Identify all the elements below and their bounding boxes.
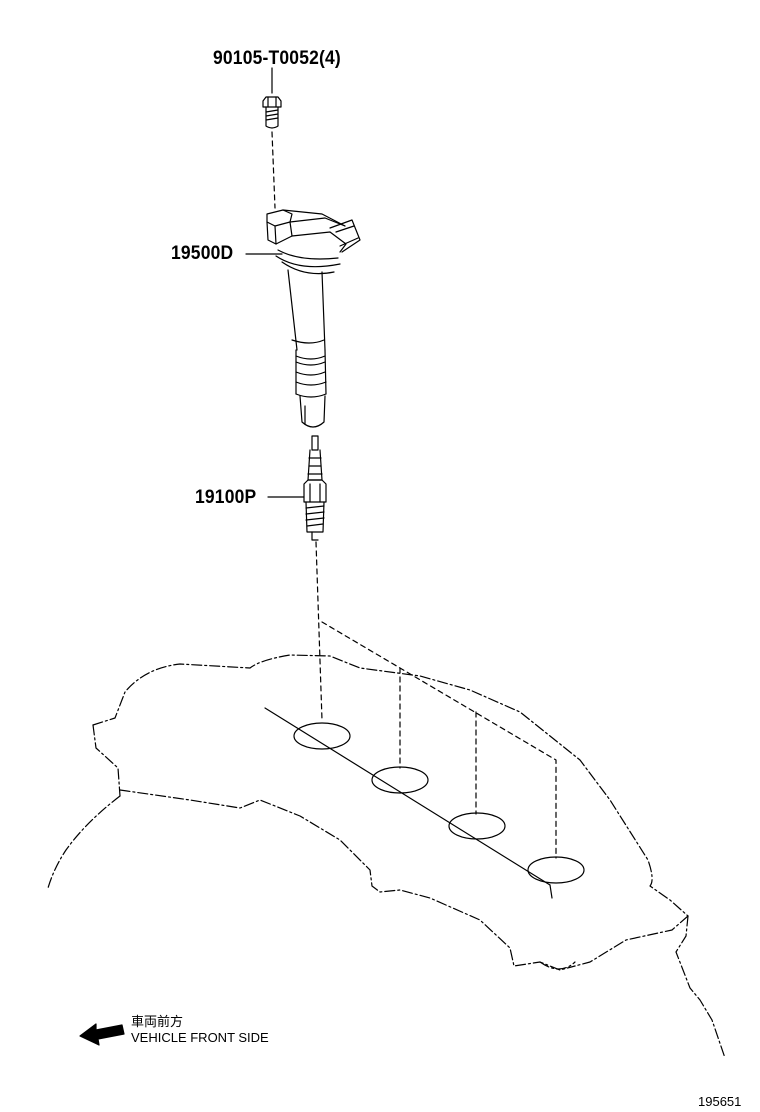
spark-plug	[303, 435, 327, 541]
cylinder-head-outline	[47, 654, 726, 1059]
figure-number: 195651	[698, 1094, 742, 1109]
legend-jp: 車両前方	[131, 1014, 184, 1029]
plug-holes	[293, 722, 585, 884]
bolt	[262, 67, 282, 129]
front-arrow-icon	[79, 1023, 125, 1046]
ignition-coil	[266, 209, 361, 428]
reference-lines	[321, 621, 557, 859]
label-plug: 19100P	[195, 487, 257, 508]
label-coil: 19500D	[171, 243, 234, 264]
legend-en: VEHICLE FRONT SIDE	[131, 1030, 269, 1045]
label-bolt: 90105-T0052(4)	[213, 48, 341, 69]
